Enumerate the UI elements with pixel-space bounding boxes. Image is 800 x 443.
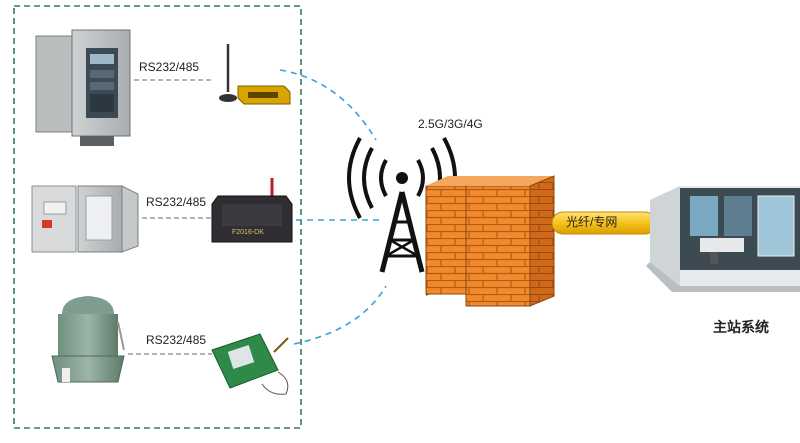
distribution-cabinet <box>31 185 139 253</box>
link-label-3: RS232/485 <box>146 333 206 347</box>
cellular-router <box>219 44 291 105</box>
network-label: 2.5G/3G/4G <box>418 117 483 131</box>
dtu-device: F2016-DK <box>211 178 293 243</box>
outdoor-cabinet-1 <box>35 29 131 146</box>
fiber-label: 光纤/专网 <box>566 214 617 229</box>
master-station-room <box>646 186 800 292</box>
firewall-icon <box>425 175 555 307</box>
link-label-2: RS232/485 <box>146 195 206 209</box>
wireless-link-1 <box>279 69 377 141</box>
dtu-model-label: F2016-DK <box>232 229 264 236</box>
master-station-label: 主站系统 <box>713 319 769 335</box>
wireless-link-3 <box>293 285 387 345</box>
transformer-tank <box>51 296 125 383</box>
pcb-module <box>211 333 289 395</box>
device-group-box <box>13 5 302 429</box>
link-label-1: RS232/485 <box>139 60 199 74</box>
